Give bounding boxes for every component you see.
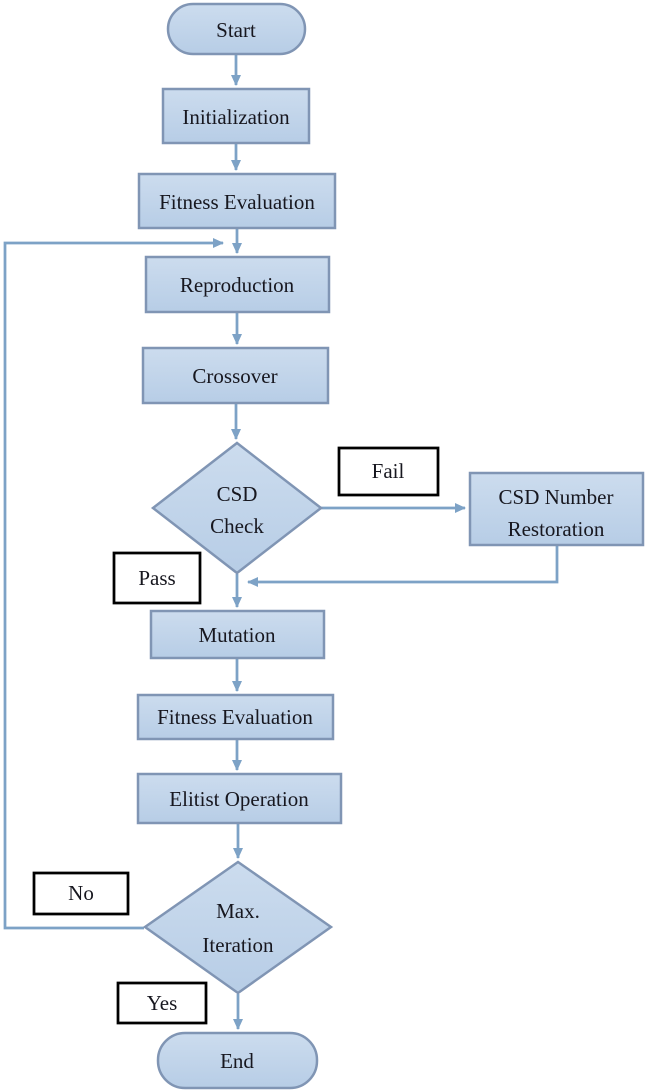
yes-label: Yes <box>147 991 178 1015</box>
mutation-process-shape <box>149 609 326 660</box>
csd-check-label-line2: Check <box>210 514 264 538</box>
node-reproduction: Reproduction <box>144 255 331 314</box>
edge-restoration-return <box>247 546 559 587</box>
fail-label-box <box>337 446 440 497</box>
fitness-evaluation-2-process-shape <box>136 693 335 741</box>
csd-check-decision-shape <box>150 441 324 575</box>
node-initialization: Initialization <box>161 87 311 145</box>
node-max-iteration: Max. Iteration <box>142 860 334 995</box>
mutation-label: Mutation <box>199 623 276 647</box>
initialization-label: Initialization <box>182 105 290 129</box>
pass-label: Pass <box>138 566 175 590</box>
node-csd-number-restoration: CSD Number Restoration <box>468 471 645 547</box>
no-label: No <box>68 881 94 905</box>
fitness-evaluation-2-label: Fitness Evaluation <box>157 705 313 729</box>
fitness-evaluation-1-process-shape <box>137 172 337 230</box>
crossover-process-shape <box>141 346 330 405</box>
node-end: End <box>156 1031 319 1090</box>
start-terminator-shape <box>166 2 307 56</box>
node-fitness-evaluation-1: Fitness Evaluation <box>137 172 337 230</box>
node-csd-check: CSD Check <box>150 441 324 575</box>
end-label: End <box>220 1049 254 1073</box>
max-iteration-label-line1: Max. <box>216 899 260 923</box>
start-label: Start <box>216 18 256 42</box>
no-label-box <box>32 871 130 916</box>
edge-max-iteration-no-loop <box>3 238 224 930</box>
csd-check-label-line1: CSD <box>217 482 258 506</box>
node-start: Start <box>166 2 307 56</box>
elitist-operation-process-shape <box>136 772 343 825</box>
end-terminator-shape <box>156 1031 319 1090</box>
edges <box>3 55 559 1030</box>
pass-label-box <box>112 551 202 605</box>
max-iteration-label-line2: Iteration <box>202 933 274 957</box>
node-fitness-evaluation-2: Fitness Evaluation <box>136 693 335 741</box>
max-iteration-decision-shape <box>142 860 334 995</box>
node-crossover: Crossover <box>141 346 330 405</box>
fail-label: Fail <box>372 459 405 483</box>
edge-label-yes: Yes <box>116 981 208 1025</box>
edge-label-fail: Fail <box>337 446 440 497</box>
reproduction-label: Reproduction <box>180 273 295 297</box>
node-mutation: Mutation <box>149 609 326 660</box>
node-elitist-operation: Elitist Operation <box>136 772 343 825</box>
initialization-process-shape <box>161 87 311 145</box>
csd-number-restoration-label-line2: Restoration <box>508 517 605 541</box>
yes-label-box <box>116 981 208 1025</box>
edge-label-pass: Pass <box>112 551 202 605</box>
crossover-label: Crossover <box>192 364 277 388</box>
elitist-operation-label: Elitist Operation <box>169 787 309 811</box>
edge-label-no: No <box>32 871 130 916</box>
fitness-evaluation-1-label: Fitness Evaluation <box>159 190 315 214</box>
csd-number-restoration-label-line1: CSD Number <box>499 485 614 509</box>
reproduction-process-shape <box>144 255 331 314</box>
csd-number-restoration-process-shape <box>468 471 645 547</box>
